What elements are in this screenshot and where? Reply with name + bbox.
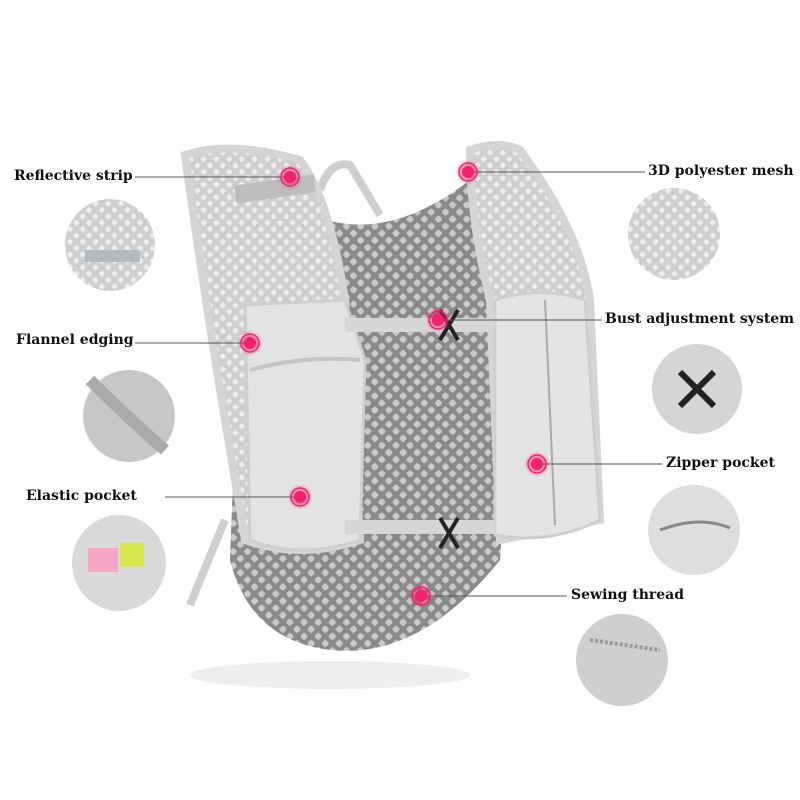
top-handle bbox=[316, 160, 384, 218]
detail-polyester-mesh bbox=[628, 188, 720, 280]
marker-flannel-edging bbox=[237, 330, 263, 356]
marker-dots bbox=[237, 159, 550, 609]
callout-label-elastic-pocket: Elastic pocket bbox=[26, 488, 137, 504]
lower-bust-strap bbox=[345, 520, 495, 534]
leader-lines bbox=[135, 171, 662, 597]
callout-label-polyester-mesh: 3D polyester mesh bbox=[648, 163, 794, 179]
zipper-pocket-shape bbox=[493, 291, 602, 540]
callout-label-bust-adjustment: Bust adjustment system bbox=[605, 311, 795, 327]
callout-label-reflective-strip: Reflective strip bbox=[14, 168, 133, 184]
marker-sewing-thread bbox=[408, 583, 434, 609]
detail-bust-adjustment bbox=[652, 344, 742, 434]
callout-label-sewing-thread: Sewing thread bbox=[571, 587, 685, 603]
lower-buckle bbox=[438, 516, 460, 550]
shadow bbox=[190, 661, 470, 689]
marker-reflective-strip bbox=[277, 164, 303, 190]
detail-flannel-edging bbox=[83, 370, 175, 462]
detail-reflective-strip bbox=[65, 199, 155, 291]
detail-zipper-pocket bbox=[648, 485, 740, 575]
detail-sewing-thread bbox=[576, 614, 668, 706]
detail-elastic-pocket bbox=[72, 515, 166, 611]
marker-zipper-pocket bbox=[524, 451, 550, 477]
marker-elastic-pocket bbox=[287, 484, 313, 510]
callout-label-flannel-edging: Flannel edging bbox=[16, 332, 134, 348]
upper-bust-strap bbox=[345, 318, 495, 332]
elastic-pocket-shape bbox=[243, 298, 367, 552]
marker-polyester-mesh bbox=[455, 159, 481, 185]
marker-bust-adjustment bbox=[425, 307, 451, 333]
callout-label-zipper-pocket: Zipper pocket bbox=[666, 455, 775, 471]
